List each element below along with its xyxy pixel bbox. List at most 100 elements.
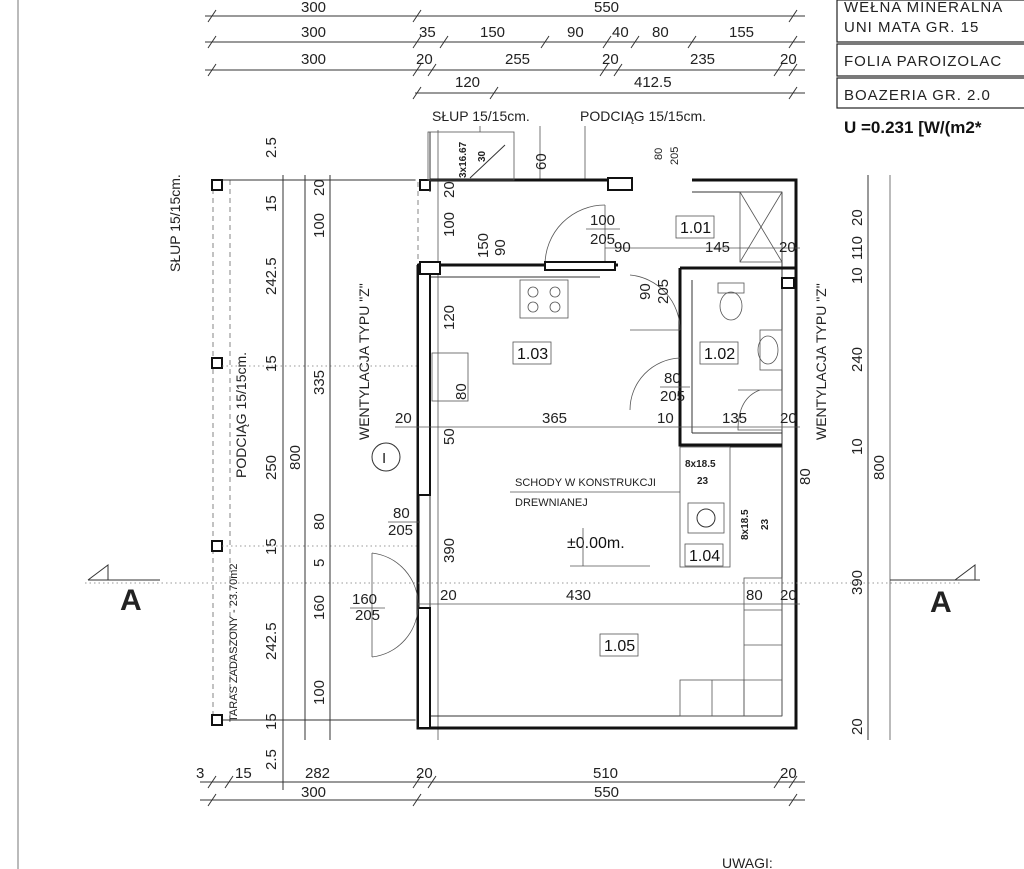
inner-dim-20b: 20 xyxy=(395,410,412,427)
dim-top-35: 35 xyxy=(419,24,436,41)
label-podciag-left: PODCIĄG 15/15cm. xyxy=(233,352,249,478)
door-6-height: 205 xyxy=(388,522,413,539)
door-6-width: 80 xyxy=(393,505,410,522)
stairs-label-line2: DREWNIANEJ xyxy=(515,497,588,509)
dim-right-240: 240 xyxy=(849,347,866,372)
inner-dim-430: 430 xyxy=(566,587,591,604)
dim-mid-335: 335 xyxy=(311,370,328,395)
detail-circle-label: I xyxy=(382,450,386,467)
dim-top-20c: 20 xyxy=(780,51,797,68)
dim-bottom-20b: 20 xyxy=(780,765,797,782)
door-4-width: 80 xyxy=(664,370,681,387)
notes-heading: UWAGI: xyxy=(722,855,773,869)
bottom-dimension-lines: 3 15 282 20 510 20 300 550 xyxy=(196,765,805,807)
dim-left-250: 250 xyxy=(263,455,280,480)
room-1-04: 1.04 xyxy=(689,548,720,565)
detail-circle-marker xyxy=(371,442,401,472)
dim-bottom-3: 3 xyxy=(196,765,204,782)
washbasin-icon xyxy=(757,335,779,365)
section-line-a: A A xyxy=(85,564,980,619)
right-dimension-lines: 20 110 10 240 10 800 390 20 xyxy=(849,175,891,740)
stairs-1-dim: 8x18.5 xyxy=(685,459,716,470)
inner-dim-20c: 20 xyxy=(780,410,797,427)
label-slup-left: SŁUP 15/15cm. xyxy=(167,174,183,272)
legend-row-4: BOAZERIA GR. 2.0 xyxy=(844,87,991,104)
dim-left-15b: 15 xyxy=(263,355,280,372)
washing-machine-icon xyxy=(687,502,725,534)
dim-left-2-5a: 2.5 xyxy=(263,137,280,158)
shower-tray-icon xyxy=(737,389,783,431)
dim-top-150: 150 xyxy=(480,24,505,41)
label-ventilation-left: WENTYLACJA TYPU "Z" xyxy=(356,283,372,440)
dim-mid-5: 5 xyxy=(311,559,328,567)
label-ventilation-right: WENTYLACJA TYPU "Z" xyxy=(813,283,829,440)
dim-bottom-282: 282 xyxy=(305,765,330,782)
door-1-width: 100 xyxy=(590,212,615,229)
label-slup-top: SŁUP 15/15cm. xyxy=(432,108,530,124)
dim-top-300b: 300 xyxy=(301,24,326,41)
left-dimension-lines: 2.5 15 242.5 15 250 15 242.5 15 2.5 20 1… xyxy=(263,130,509,790)
inner-dim-60: 60 xyxy=(533,153,550,170)
column-marker xyxy=(211,357,223,369)
dim-inner-90: 90 xyxy=(492,239,509,256)
terrace-area xyxy=(211,179,431,726)
door-5-width: 160 xyxy=(352,591,377,608)
dim-inner-50: 50 xyxy=(441,428,458,445)
dim-top-20a: 20 xyxy=(416,51,433,68)
stove-icon xyxy=(519,279,569,319)
stairs-2-rise: 23 xyxy=(760,518,771,530)
dim-right-110: 110 xyxy=(849,236,866,260)
stairs-1-rise: 23 xyxy=(697,476,709,487)
dim-inner-100: 100 xyxy=(441,212,458,237)
column-marker xyxy=(211,540,223,552)
dim-top-235: 235 xyxy=(690,51,715,68)
dim-inner-390: 390 xyxy=(441,538,458,563)
dim-top-120: 120 xyxy=(455,74,480,91)
dim-left-2-5b: 2.5 xyxy=(263,749,280,770)
chimney-dim-2: 30 xyxy=(477,150,488,162)
dim-left-15c: 15 xyxy=(263,538,280,555)
label-podciag-top: PODCIĄG 15/15cm. xyxy=(580,108,706,124)
u-value-text: U =0.231 [W/(m2* xyxy=(844,118,982,137)
legend-row-1: WEŁNA MINERALNA xyxy=(844,0,1003,16)
dim-left-15a: 15 xyxy=(263,195,280,212)
dim-top-300c: 300 xyxy=(301,51,326,68)
stairs-label-line1: SCHODY W KONSTRUKCJI xyxy=(515,477,656,489)
legend-row-3: FOLIA PAROIZOLAC xyxy=(844,53,1002,70)
doors xyxy=(371,177,795,658)
inner-dim-135: 135 xyxy=(722,410,747,427)
dim-mid-100a: 100 xyxy=(311,213,328,238)
dim-top-300a: 300 xyxy=(301,0,326,16)
legend-row-2: UNI MATA GR. 15 xyxy=(844,19,979,36)
dim-top-90: 90 xyxy=(567,24,584,41)
inner-dim-10: 10 xyxy=(657,410,674,427)
dim-right-10a: 10 xyxy=(849,267,866,284)
door-4-height: 205 xyxy=(660,388,685,405)
door-2-height: 205 xyxy=(655,279,672,304)
material-legend: WEŁNA MINERALNA UNI MATA GR. 15 FOLIA PA… xyxy=(836,0,1024,137)
room-1-03: 1.03 xyxy=(517,346,548,363)
room-1-02: 1.02 xyxy=(704,346,735,363)
door-3-width: 80 xyxy=(653,148,665,160)
dim-left-15d: 15 xyxy=(263,713,280,730)
dim-mid-100b: 100 xyxy=(311,680,328,705)
inner-dim-145: 145 xyxy=(705,239,730,256)
dim-top-255: 255 xyxy=(505,51,530,68)
dim-right-20b: 20 xyxy=(849,718,866,735)
dim-bottom-550: 550 xyxy=(594,784,619,801)
dim-inner-120: 120 xyxy=(441,305,458,330)
level-marker: ±0.00m. xyxy=(567,535,625,552)
dim-bottom-20a: 20 xyxy=(416,765,433,782)
room-labels: 1.01 1.02 1.03 1.04 1.05 xyxy=(512,215,739,657)
dim-top-155: 155 xyxy=(729,24,754,41)
dim-mid-160: 160 xyxy=(311,595,328,620)
label-terrace: TARAS ZADASZONY - 23.70m2 xyxy=(228,563,240,722)
top-dimension-lines: 300 550 300 35 150 90 40 80 155 300 20 2… xyxy=(205,0,805,100)
door-5-height: 205 xyxy=(355,607,380,624)
dim-mid-20: 20 xyxy=(311,179,328,196)
dim-left-242-5b: 242.5 xyxy=(263,622,280,660)
dim-top-40: 40 xyxy=(612,24,629,41)
dim-top-550: 550 xyxy=(594,0,619,16)
dim-right-800: 800 xyxy=(871,455,888,480)
